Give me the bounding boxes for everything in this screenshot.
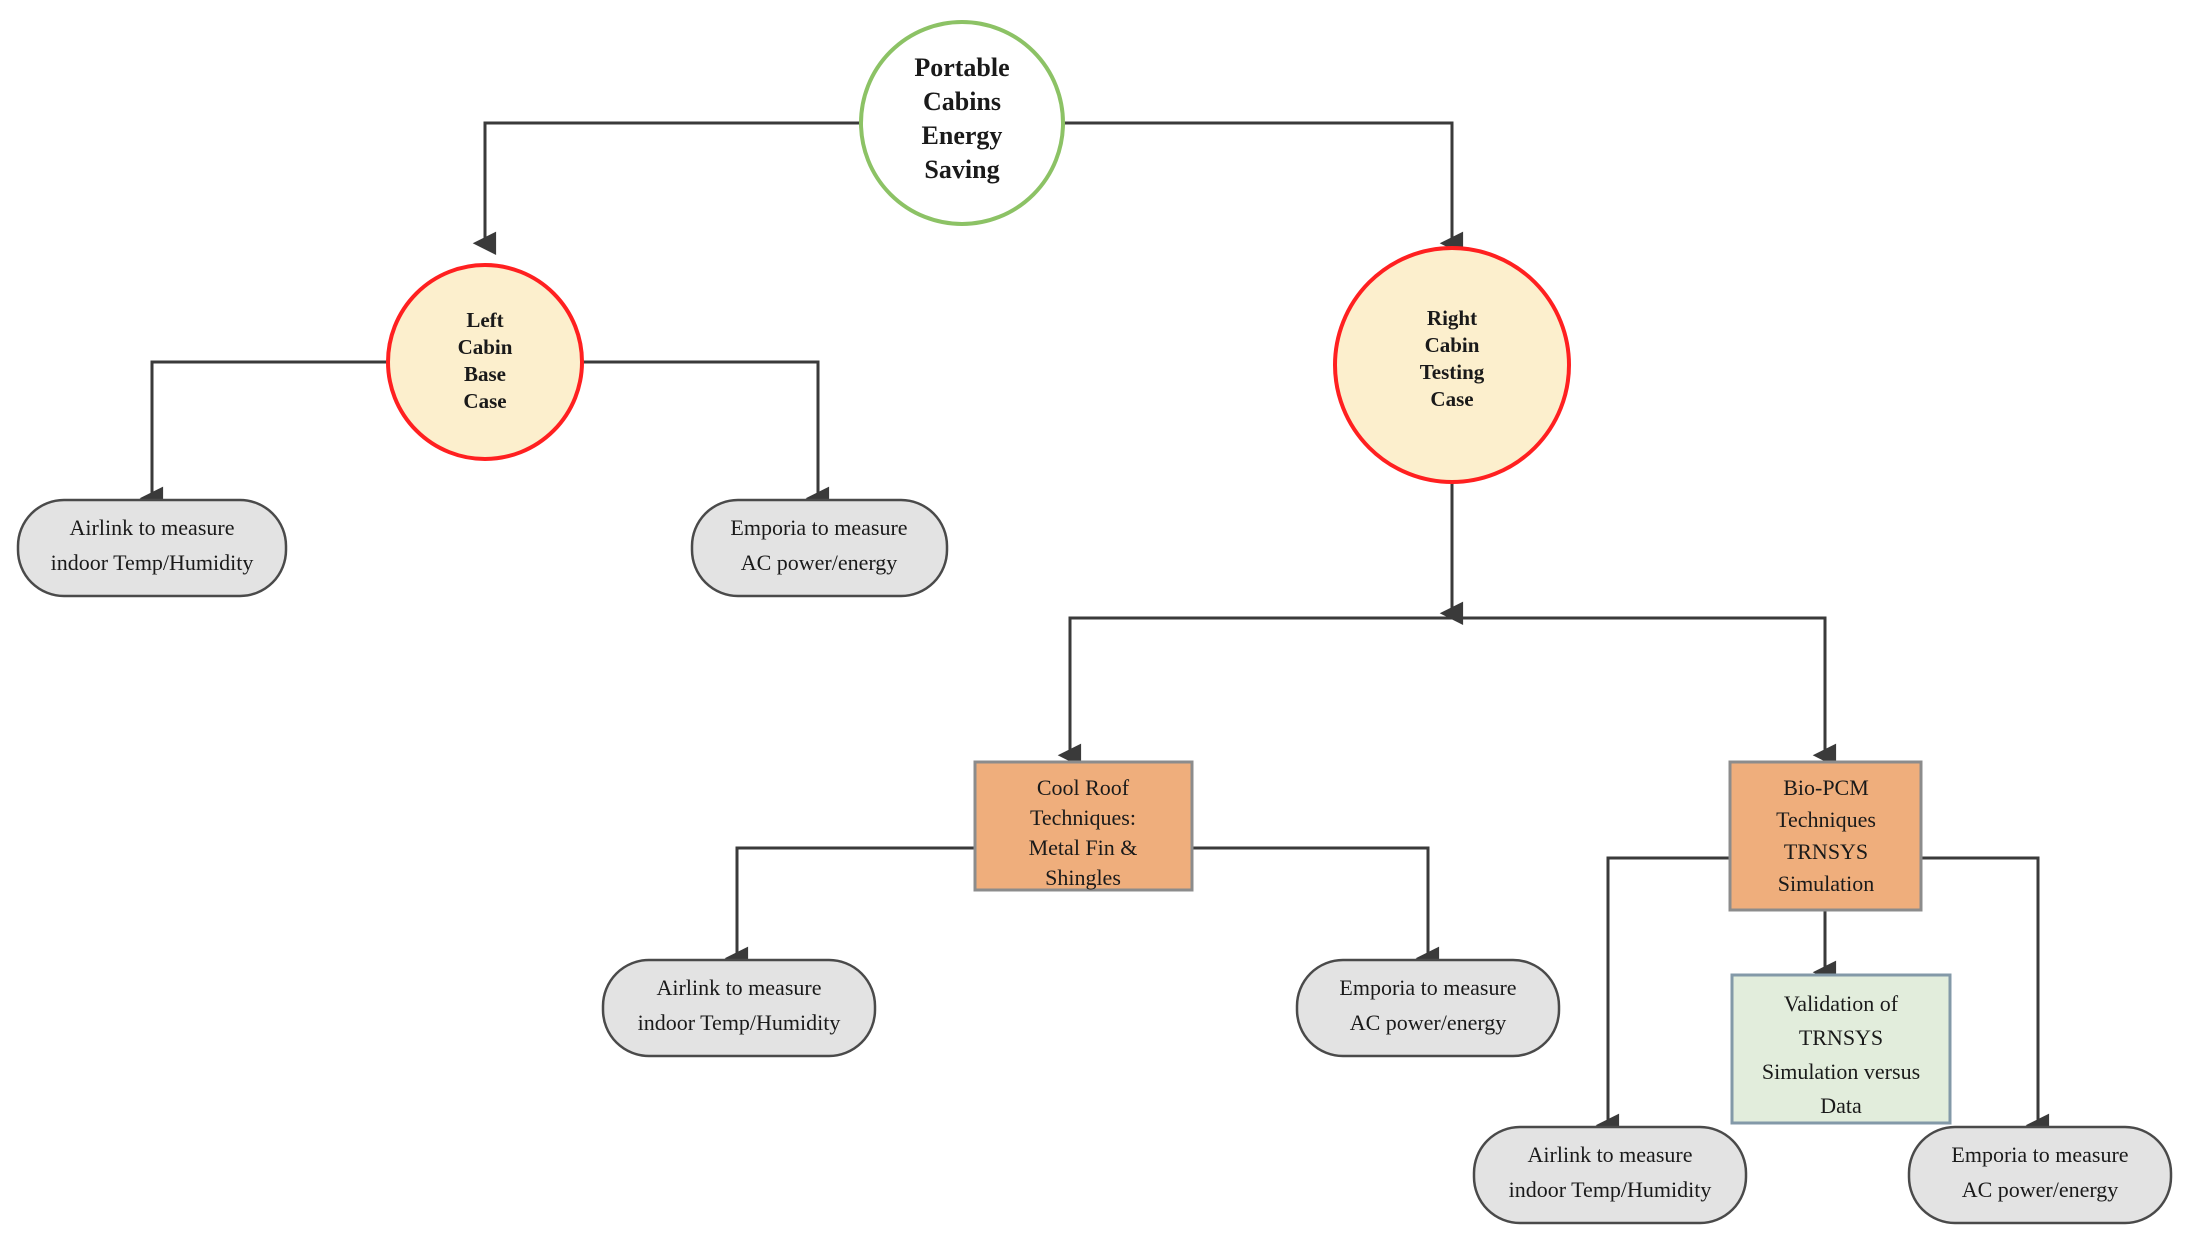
- airlink-bio-pcm-line-1: Airlink to measure: [1528, 1142, 1693, 1167]
- validation-line-3: Simulation versus: [1762, 1059, 1920, 1084]
- cool-roof-line-1: Cool Roof: [1037, 775, 1130, 800]
- airlink-cool-roof-line-2: indoor Temp/Humidity: [638, 1010, 841, 1035]
- root-line-4: Saving: [924, 155, 999, 184]
- node-left-cabin-base-case[interactable]: Left Cabin Base Case: [386, 263, 584, 461]
- edge-root-to-left-case: [472, 121, 862, 256]
- edge-left-case-to-airlink: [139, 360, 389, 511]
- left-case-line-3: Base: [464, 362, 506, 386]
- airlink-bio-pcm-shape: [1472, 1125, 1748, 1225]
- edge-root-to-right-case: [1062, 121, 1464, 256]
- left-case-line-4: Case: [463, 389, 506, 413]
- edge-bio-pcm-to-airlink: [1595, 856, 1730, 1138]
- emporia-bio-pcm-line-2: AC power/energy: [1962, 1177, 2119, 1202]
- node-bio-pcm-techniques[interactable]: Bio-PCM Techniques TRNSYS Simulation: [1728, 760, 1923, 912]
- edge-bus-to-bio-pcm: [1452, 616, 1837, 768]
- airlink-left-line-2: indoor Temp/Humidity: [51, 550, 254, 575]
- emporia-cool-roof-line-2: AC power/energy: [1350, 1010, 1507, 1035]
- airlink-cool-roof-shape: [601, 958, 877, 1058]
- right-case-line-4: Case: [1430, 387, 1473, 411]
- edge-cool-roof-to-airlink: [724, 846, 975, 971]
- validation-line-1: Validation of: [1784, 991, 1899, 1016]
- airlink-bio-pcm-line-2: indoor Temp/Humidity: [1509, 1177, 1712, 1202]
- edge-bus-to-cool-roof: [1057, 616, 1452, 768]
- cool-roof-line-4: Shingles: [1045, 865, 1121, 890]
- node-right-cabin-testing-case[interactable]: Right Cabin Testing Case: [1333, 246, 1571, 484]
- emporia-bio-pcm-shape: [1907, 1125, 2173, 1225]
- bio-pcm-line-3: TRNSYS: [1784, 839, 1868, 864]
- edge-bio-pcm-to-emporia: [1921, 856, 2050, 1138]
- node-emporia-left-cabin[interactable]: Emporia to measure AC power/energy: [690, 498, 949, 598]
- cool-roof-line-3: Metal Fin &: [1029, 835, 1138, 860]
- emporia-bio-pcm-line-1: Emporia to measure: [1951, 1142, 2128, 1167]
- airlink-left-shape: [16, 498, 288, 598]
- root-line-2: Cabins: [923, 87, 1001, 116]
- node-cool-roof-techniques[interactable]: Cool Roof Techniques: Metal Fin & Shingl…: [973, 760, 1194, 892]
- emporia-cool-roof-line-1: Emporia to measure: [1339, 975, 1516, 1000]
- cool-roof-shape: [973, 760, 1194, 892]
- right-case-line-1: Right: [1427, 306, 1477, 330]
- airlink-cool-roof-line-1: Airlink to measure: [657, 975, 822, 1000]
- emporia-cool-roof-shape: [1295, 958, 1561, 1058]
- emporia-left-line-1: Emporia to measure: [730, 515, 907, 540]
- right-case-line-2: Cabin: [1425, 333, 1480, 357]
- emporia-left-shape: [690, 498, 949, 598]
- airlink-left-line-1: Airlink to measure: [70, 515, 235, 540]
- connector-layer: [139, 121, 2050, 1138]
- bio-pcm-line-1: Bio-PCM: [1783, 775, 1869, 800]
- node-airlink-left-cabin[interactable]: Airlink to measure indoor Temp/Humidity: [16, 498, 288, 598]
- bio-pcm-line-2: Techniques: [1776, 807, 1876, 832]
- validation-line-4: Data: [1820, 1093, 1862, 1118]
- node-validation-trnsys[interactable]: Validation of TRNSYS Simulation versus D…: [1730, 973, 1952, 1125]
- left-case-line-1: Left: [466, 308, 503, 332]
- validation-line-2: TRNSYS: [1799, 1025, 1883, 1050]
- validation-shape: [1730, 973, 1952, 1125]
- root-line-3: Energy: [922, 121, 1003, 150]
- root-line-1: Portable: [914, 53, 1009, 82]
- left-case-circle-shape: [386, 263, 584, 461]
- node-portable-cabins-energy-saving[interactable]: Portable Cabins Energy Saving: [859, 20, 1065, 226]
- emporia-left-line-2: AC power/energy: [741, 550, 898, 575]
- node-airlink-cool-roof[interactable]: Airlink to measure indoor Temp/Humidity: [601, 958, 877, 1058]
- edge-cool-roof-to-emporia: [1192, 846, 1440, 971]
- root-circle-shape: [859, 20, 1065, 226]
- left-case-line-2: Cabin: [458, 335, 513, 359]
- cool-roof-line-2: Techniques:: [1030, 805, 1136, 830]
- bio-pcm-line-4: Simulation: [1778, 871, 1875, 896]
- node-airlink-bio-pcm[interactable]: Airlink to measure indoor Temp/Humidity: [1472, 1125, 1748, 1225]
- bio-pcm-shape: [1728, 760, 1923, 912]
- right-case-circle-shape: [1333, 246, 1571, 484]
- node-emporia-cool-roof[interactable]: Emporia to measure AC power/energy: [1295, 958, 1561, 1058]
- node-emporia-bio-pcm[interactable]: Emporia to measure AC power/energy: [1907, 1125, 2173, 1225]
- right-case-line-3: Testing: [1420, 360, 1485, 384]
- edge-left-case-to-emporia: [581, 360, 830, 511]
